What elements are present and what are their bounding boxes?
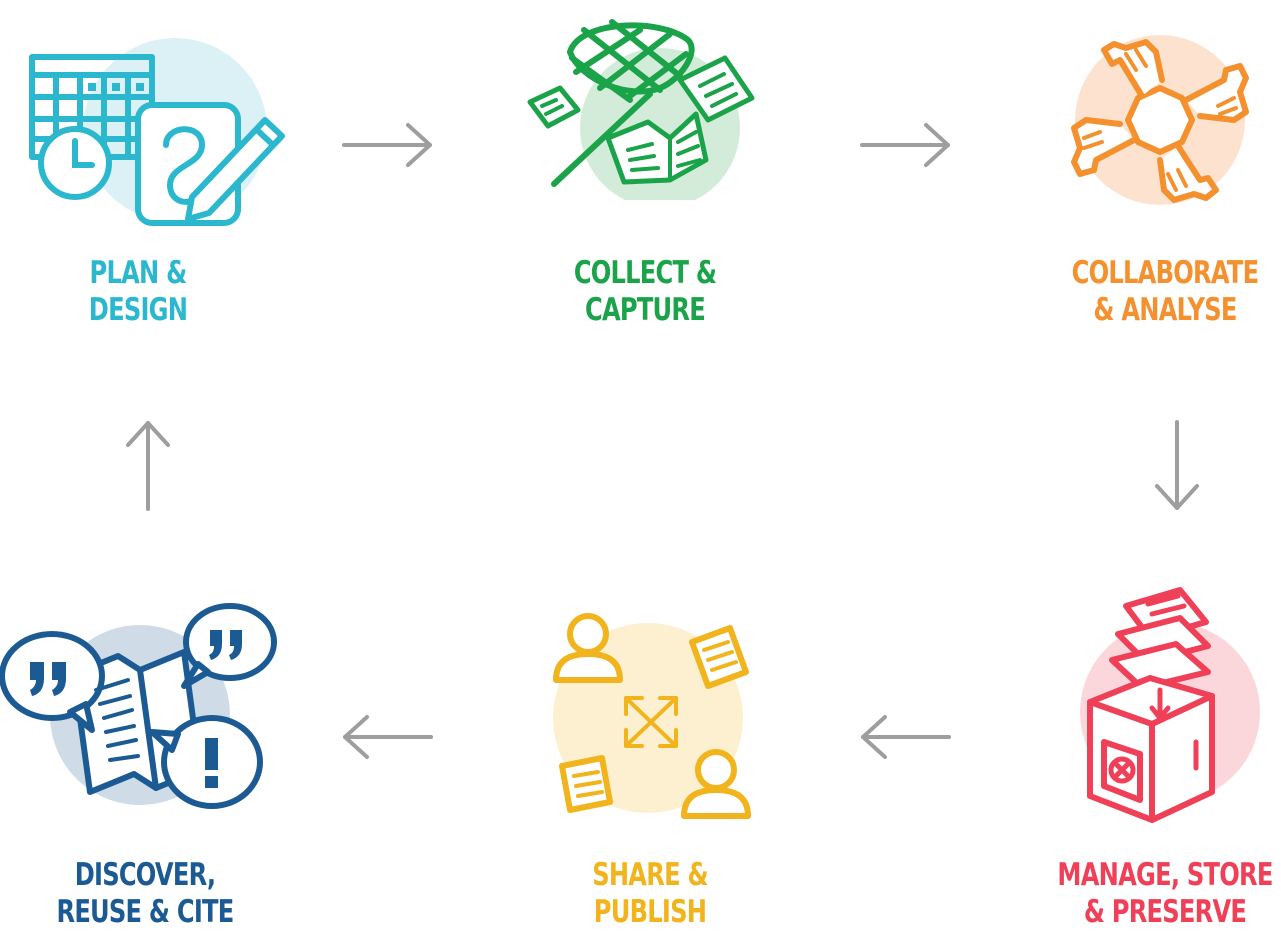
arrow-left-icon (343, 715, 433, 759)
collect-line2: CAPTURE (585, 292, 706, 328)
discover-reuse-label: DISCOVER, REUSE & CITE (28, 857, 262, 931)
butterfly-net-icon (527, 19, 755, 200)
arrow-right-icon (860, 123, 950, 167)
share-publish-label: SHARE & PUBLISH (533, 857, 767, 931)
arrow-down-icon (1155, 420, 1199, 510)
plan-line1: PLAN & (89, 255, 188, 291)
discover-line2: REUSE & CITE (56, 894, 234, 930)
plan-line2: DESIGN (88, 292, 188, 328)
calendar-pencil-icon (29, 38, 285, 226)
manage-line1: MANAGE, STORE (1057, 857, 1273, 893)
share-line1: SHARE & (592, 857, 708, 893)
collect-capture-label: COLLECT & CAPTURE (528, 255, 762, 329)
arrow-up-icon (126, 421, 170, 511)
collaborate-line1: COLLABORATE (1071, 255, 1259, 291)
collaborate-line2: & ANALYSE (1093, 292, 1237, 328)
safe-box-icon (1080, 587, 1260, 823)
arrow-right-icon (342, 123, 432, 167)
people-documents-icon (553, 613, 751, 819)
discover-line1: DISCOVER, (74, 857, 216, 893)
share-line2: PUBLISH (593, 894, 707, 930)
arrow-left-icon (861, 715, 951, 759)
plan-design-label: PLAN & DESIGN (21, 255, 255, 329)
manage-line2: & PRESERVE (1083, 894, 1247, 930)
collect-line1: COLLECT & (573, 255, 717, 291)
manage-store-label: MANAGE, STORE & PRESERVE (1048, 857, 1281, 931)
joined-hands-icon (1071, 35, 1249, 205)
speech-bubbles-document-icon (0, 603, 277, 809)
collaborate-analyse-label: COLLABORATE & ANALYSE (1048, 255, 1281, 329)
